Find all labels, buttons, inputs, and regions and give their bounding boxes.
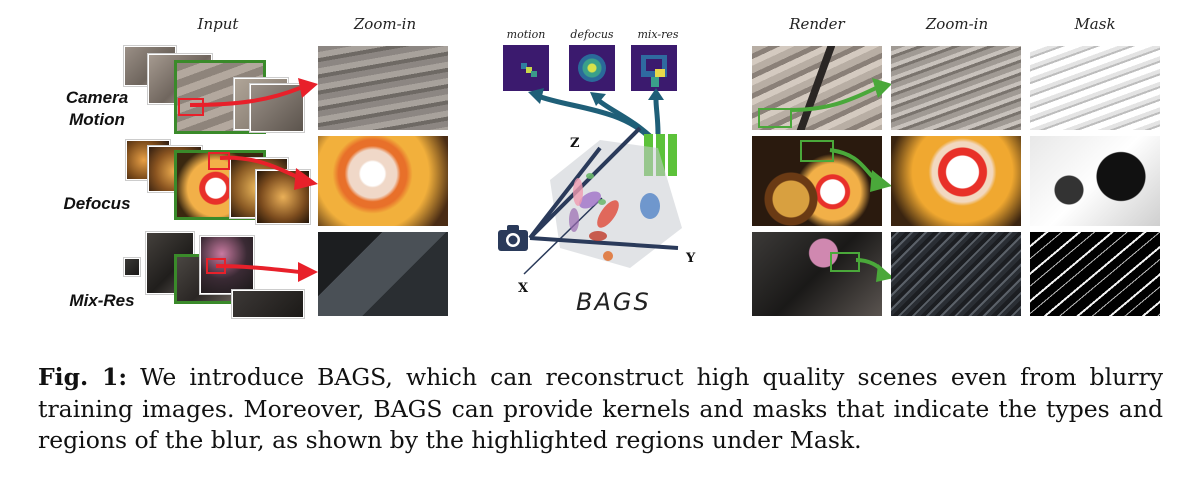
green-arrow-head: [872, 78, 892, 98]
teal-arrow: [537, 93, 652, 140]
caption-label: Fig. 1:: [38, 363, 128, 391]
z-axis: [528, 146, 602, 240]
row-label-mix-res: Mix-Res: [69, 291, 135, 310]
mask-camera-motion: [1030, 46, 1160, 130]
mask-defocus: [1030, 136, 1160, 226]
green-arrow-head: [876, 264, 894, 282]
input-frame: [124, 258, 140, 276]
zoom-in-render-camera-motion: [891, 46, 1021, 130]
method-name-bags: BAGS: [576, 288, 651, 316]
zoom-in-camera-motion: [318, 46, 448, 130]
input-frame: [232, 290, 304, 318]
gaussian: [589, 231, 607, 241]
row-label-line1: Camera: [65, 88, 129, 107]
teal-arrow-head: [590, 92, 606, 106]
mask-mix-res: [1030, 232, 1160, 316]
green-arrows: [789, 78, 894, 282]
gaussian: [598, 199, 606, 205]
red-arrow: [219, 155, 301, 180]
zoom-in-render-defocus: [891, 136, 1021, 226]
zoom-in-render-mix-res: [891, 232, 1021, 316]
x-axis: [523, 197, 603, 275]
y-axis: [529, 236, 679, 250]
header-zoom-in-right: Zoom-in: [925, 15, 989, 33]
bags-diagram: [523, 88, 682, 275]
green-arrow: [829, 148, 878, 182]
diagonal-axis: [528, 126, 642, 240]
red-arrow-head: [298, 78, 318, 98]
feature-bar: [656, 134, 665, 176]
teal-arrow: [596, 98, 652, 138]
red-arrow: [189, 86, 301, 107]
figure-caption: Fig. 1: We introduce BAGS, which can rec…: [38, 362, 1163, 457]
red-arrow-head: [294, 168, 318, 190]
axis-label-x: X: [518, 281, 529, 296]
kernel-label-defocus: defocus: [570, 28, 614, 41]
header-input: Input: [197, 15, 239, 33]
row-label-defocus: Defocus: [63, 194, 131, 213]
axis-label-y: Y: [686, 251, 696, 266]
render-defocus: [752, 136, 882, 226]
render-mix-res: [752, 232, 882, 316]
gaussian: [579, 191, 601, 209]
kernel-defocus: [569, 45, 615, 91]
zoom-in-mix-res: [318, 232, 448, 316]
axis-label-z: Z: [570, 136, 580, 151]
kernel-label-mix-res: mix-res: [637, 28, 679, 41]
camera-icon: [498, 225, 528, 251]
caption-text: We introduce BAGS, which can reconstruct…: [38, 363, 1163, 454]
teal-arrow-head: [648, 88, 664, 100]
render-camera-motion: [752, 46, 882, 130]
red-arrows: [189, 78, 318, 282]
row-label-line2: Motion: [69, 110, 125, 129]
gaussian: [573, 178, 583, 206]
green-arrow-head: [870, 170, 892, 192]
feature-bar: [668, 134, 677, 176]
gaussian: [597, 200, 619, 228]
gaussian: [569, 208, 579, 232]
red-arrow-head: [298, 262, 318, 282]
header-zoom-in-left: Zoom-in: [353, 15, 417, 33]
gaussian: [586, 173, 594, 179]
highlight-box-red: [208, 152, 230, 170]
kernel-motion: [503, 45, 549, 91]
red-arrow: [215, 264, 301, 274]
highlight-box-red: [178, 98, 204, 116]
header-render: Render: [789, 15, 845, 33]
teal-arrow-head: [528, 88, 544, 104]
gaussian: [603, 251, 613, 261]
teal-arrow: [653, 99, 661, 135]
kernel-label-motion: motion: [506, 28, 546, 41]
zoom-in-defocus: [318, 136, 448, 226]
highlight-box-green: [758, 108, 792, 128]
header-mask: Mask: [1074, 15, 1116, 33]
kernel-mix-res: [631, 45, 677, 91]
row-label-camera-motion: Camera Motion: [37, 87, 157, 131]
gaussian: [640, 193, 660, 219]
green-arrow: [789, 86, 877, 112]
